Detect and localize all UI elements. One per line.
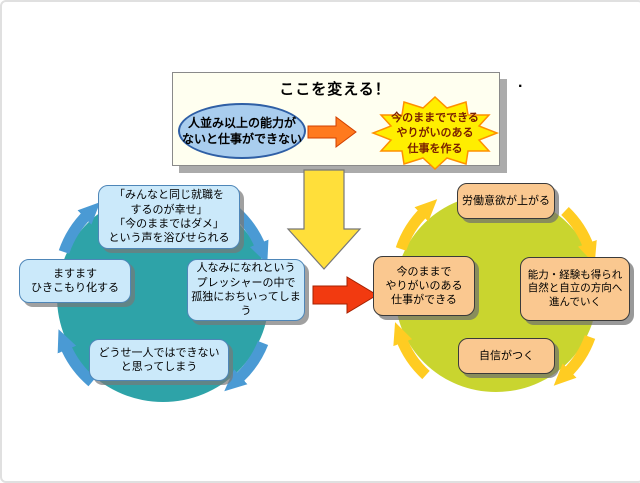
positive-box-independence: 能力・経験も得られ 自然と自立の方向へ 進んでいく [520, 257, 630, 321]
stray-dot: . [518, 74, 523, 91]
negative-box-pressure: 人なみになれという プレッシャーの中で 孤独におちいってしまう [187, 259, 305, 321]
negative-box-giveup: どうせ一人ではできない と思ってしまう [89, 339, 229, 381]
positive-box-motivation: 労働意欲が上がる [457, 183, 555, 219]
starburst-label: 今のままでできる やりがいのある 仕事を作る [391, 112, 479, 155]
belief-ellipse: 人並み以上の能力が ないと仕事ができない [178, 103, 306, 159]
positive-box-rewarding: 今のままで やりがいのある 仕事ができる [373, 256, 475, 316]
negative-box-voices: 「みんなと同じ就職を するのが幸せ」 「今のままではダメ」 という声を浴びせられ… [98, 185, 240, 249]
transform-right-arrow [312, 276, 378, 314]
negative-box-hikikomori: ますます ひきこもり化する [19, 259, 131, 303]
positive-box-confidence: 自信がつく [458, 338, 555, 374]
panel-title: ここを変える！ [279, 81, 391, 98]
down-arrow [286, 169, 362, 270]
